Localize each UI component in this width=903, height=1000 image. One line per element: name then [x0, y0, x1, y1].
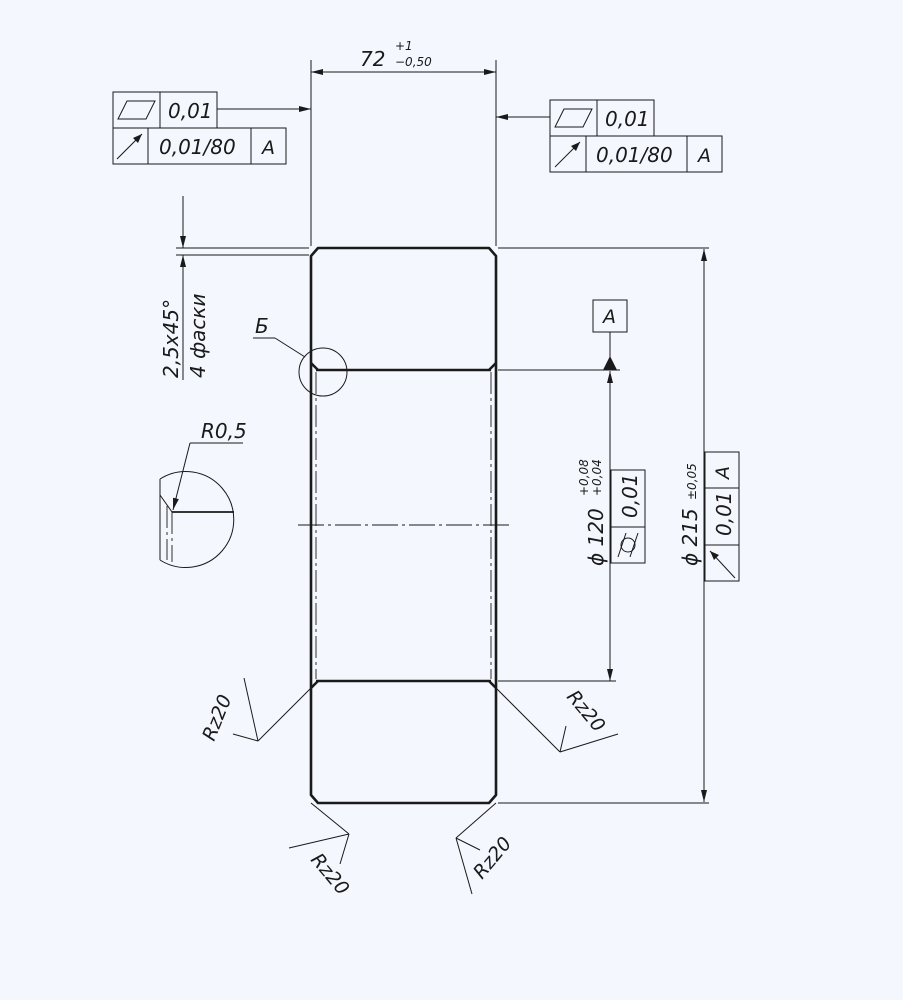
left-runout-datum: A: [260, 137, 275, 159]
detail-callout: Б: [253, 314, 348, 397]
tolerance-frame-left: 0,01 0,01/80 A: [112, 91, 311, 165]
bore-hidden-lines: [315, 372, 492, 679]
right-runout-datum: A: [696, 145, 711, 167]
left-runout-value: 0,01/80: [159, 135, 236, 159]
runout-icon: [709, 550, 736, 579]
roughness-right-side-label: Rz20: [562, 686, 609, 736]
outer-runout-value: 0,01: [712, 491, 736, 536]
radius-value: R0,5: [201, 419, 247, 443]
bore-cylindricity-value: 0,01: [618, 473, 642, 518]
left-flatness-value: 0,01: [168, 99, 213, 123]
radius-detail: R0,5: [159, 419, 247, 568]
part-outline: [309, 246, 498, 805]
roughness-bottom-right-label: Rz20: [469, 833, 516, 883]
bore-tolerance-upper: +0,08: [577, 459, 591, 496]
runout-icon: [116, 133, 143, 160]
flatness-icon: [117, 100, 156, 120]
roughness-right-side: Rz20: [495, 686, 619, 753]
datum-a: A: [592, 299, 628, 370]
datum-label: A: [601, 306, 616, 328]
roughness-left-side: Rz20: [198, 677, 312, 744]
detail-label: Б: [255, 314, 269, 338]
roughness-bottom-right: Rz20: [455, 802, 516, 895]
outer-value: ϕ 215: [678, 508, 702, 566]
roughness-left-side-label: Rz20: [198, 692, 236, 744]
bore-dimension: ϕ 120 +0,08 +0,04 0,01: [498, 369, 646, 682]
bore-value: ϕ 120: [584, 508, 608, 566]
cylindricity-icon: [617, 532, 639, 558]
right-runout-value: 0,01/80: [596, 143, 673, 167]
length-tolerance-upper: +1: [395, 39, 413, 53]
roughness-bottom-left: Rz20: [288, 802, 353, 899]
roughness-bottom-left-label: Rz20: [306, 849, 353, 899]
bore-tolerance-lower: +0,04: [590, 459, 604, 496]
length-dimension: 72 +1 −0,50: [310, 39, 497, 246]
outer-tolerance: ±0,05: [685, 463, 699, 500]
flatness-icon: [554, 108, 593, 128]
chamfer-dimension: 2,5x45° 4 фаски: [159, 196, 309, 380]
outer-runout-datum: A: [712, 466, 734, 481]
chamfer-size: 2,5x45°: [159, 299, 183, 378]
runout-icon: [554, 141, 581, 168]
length-tolerance-lower: −0,50: [395, 55, 432, 69]
length-value: 72: [360, 47, 385, 71]
outer-dimension: ϕ 215 ±0,05 A 0,01: [498, 247, 740, 804]
right-flatness-value: 0,01: [605, 107, 650, 131]
tolerance-frame-right: 0,01 0,01/80 A: [496, 99, 723, 173]
chamfer-count: 4 фаски: [186, 293, 210, 378]
